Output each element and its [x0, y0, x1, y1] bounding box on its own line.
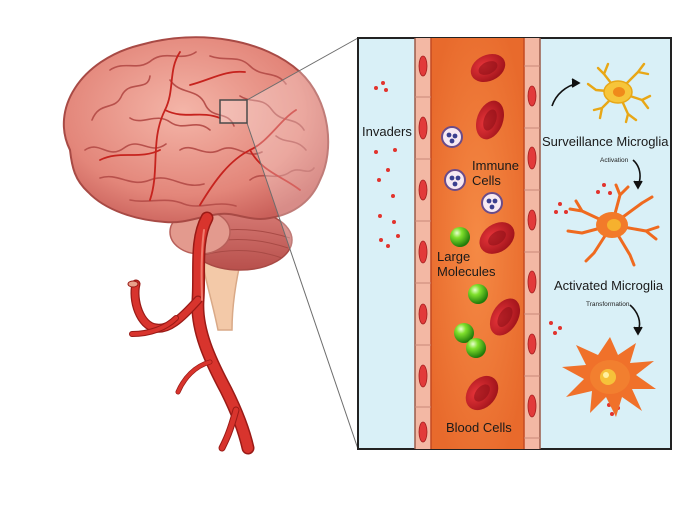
label-large-molecules: Large Molecules [437, 249, 496, 279]
large-molecules [450, 227, 488, 358]
arrow-activation [632, 159, 643, 190]
red-blood-cells [465, 53, 521, 411]
invader-particles [374, 81, 400, 248]
transformed-microglia-cell [562, 337, 656, 417]
label-transformation: Transformation [586, 301, 630, 308]
label-immune-cells: Immune Cells [472, 158, 519, 188]
label-surveillance-microglia: Surveillance Microglia [542, 134, 669, 149]
label-activation: Activation [600, 157, 629, 164]
label-blood-cells: Blood Cells [446, 420, 512, 435]
artery-illustration [127, 211, 255, 455]
brain-illustration [62, 36, 359, 450]
arrow-transformation [629, 304, 643, 336]
surveillance-microglia-cell [586, 62, 652, 124]
label-activated-microglia: Activated Microglia [554, 278, 664, 293]
label-invaders: Invaders [362, 124, 412, 139]
arrow-to-surveillance [551, 78, 581, 107]
activated-microglia-cell [566, 183, 660, 267]
zoom-panel [357, 37, 672, 450]
immune-cells [441, 126, 503, 214]
